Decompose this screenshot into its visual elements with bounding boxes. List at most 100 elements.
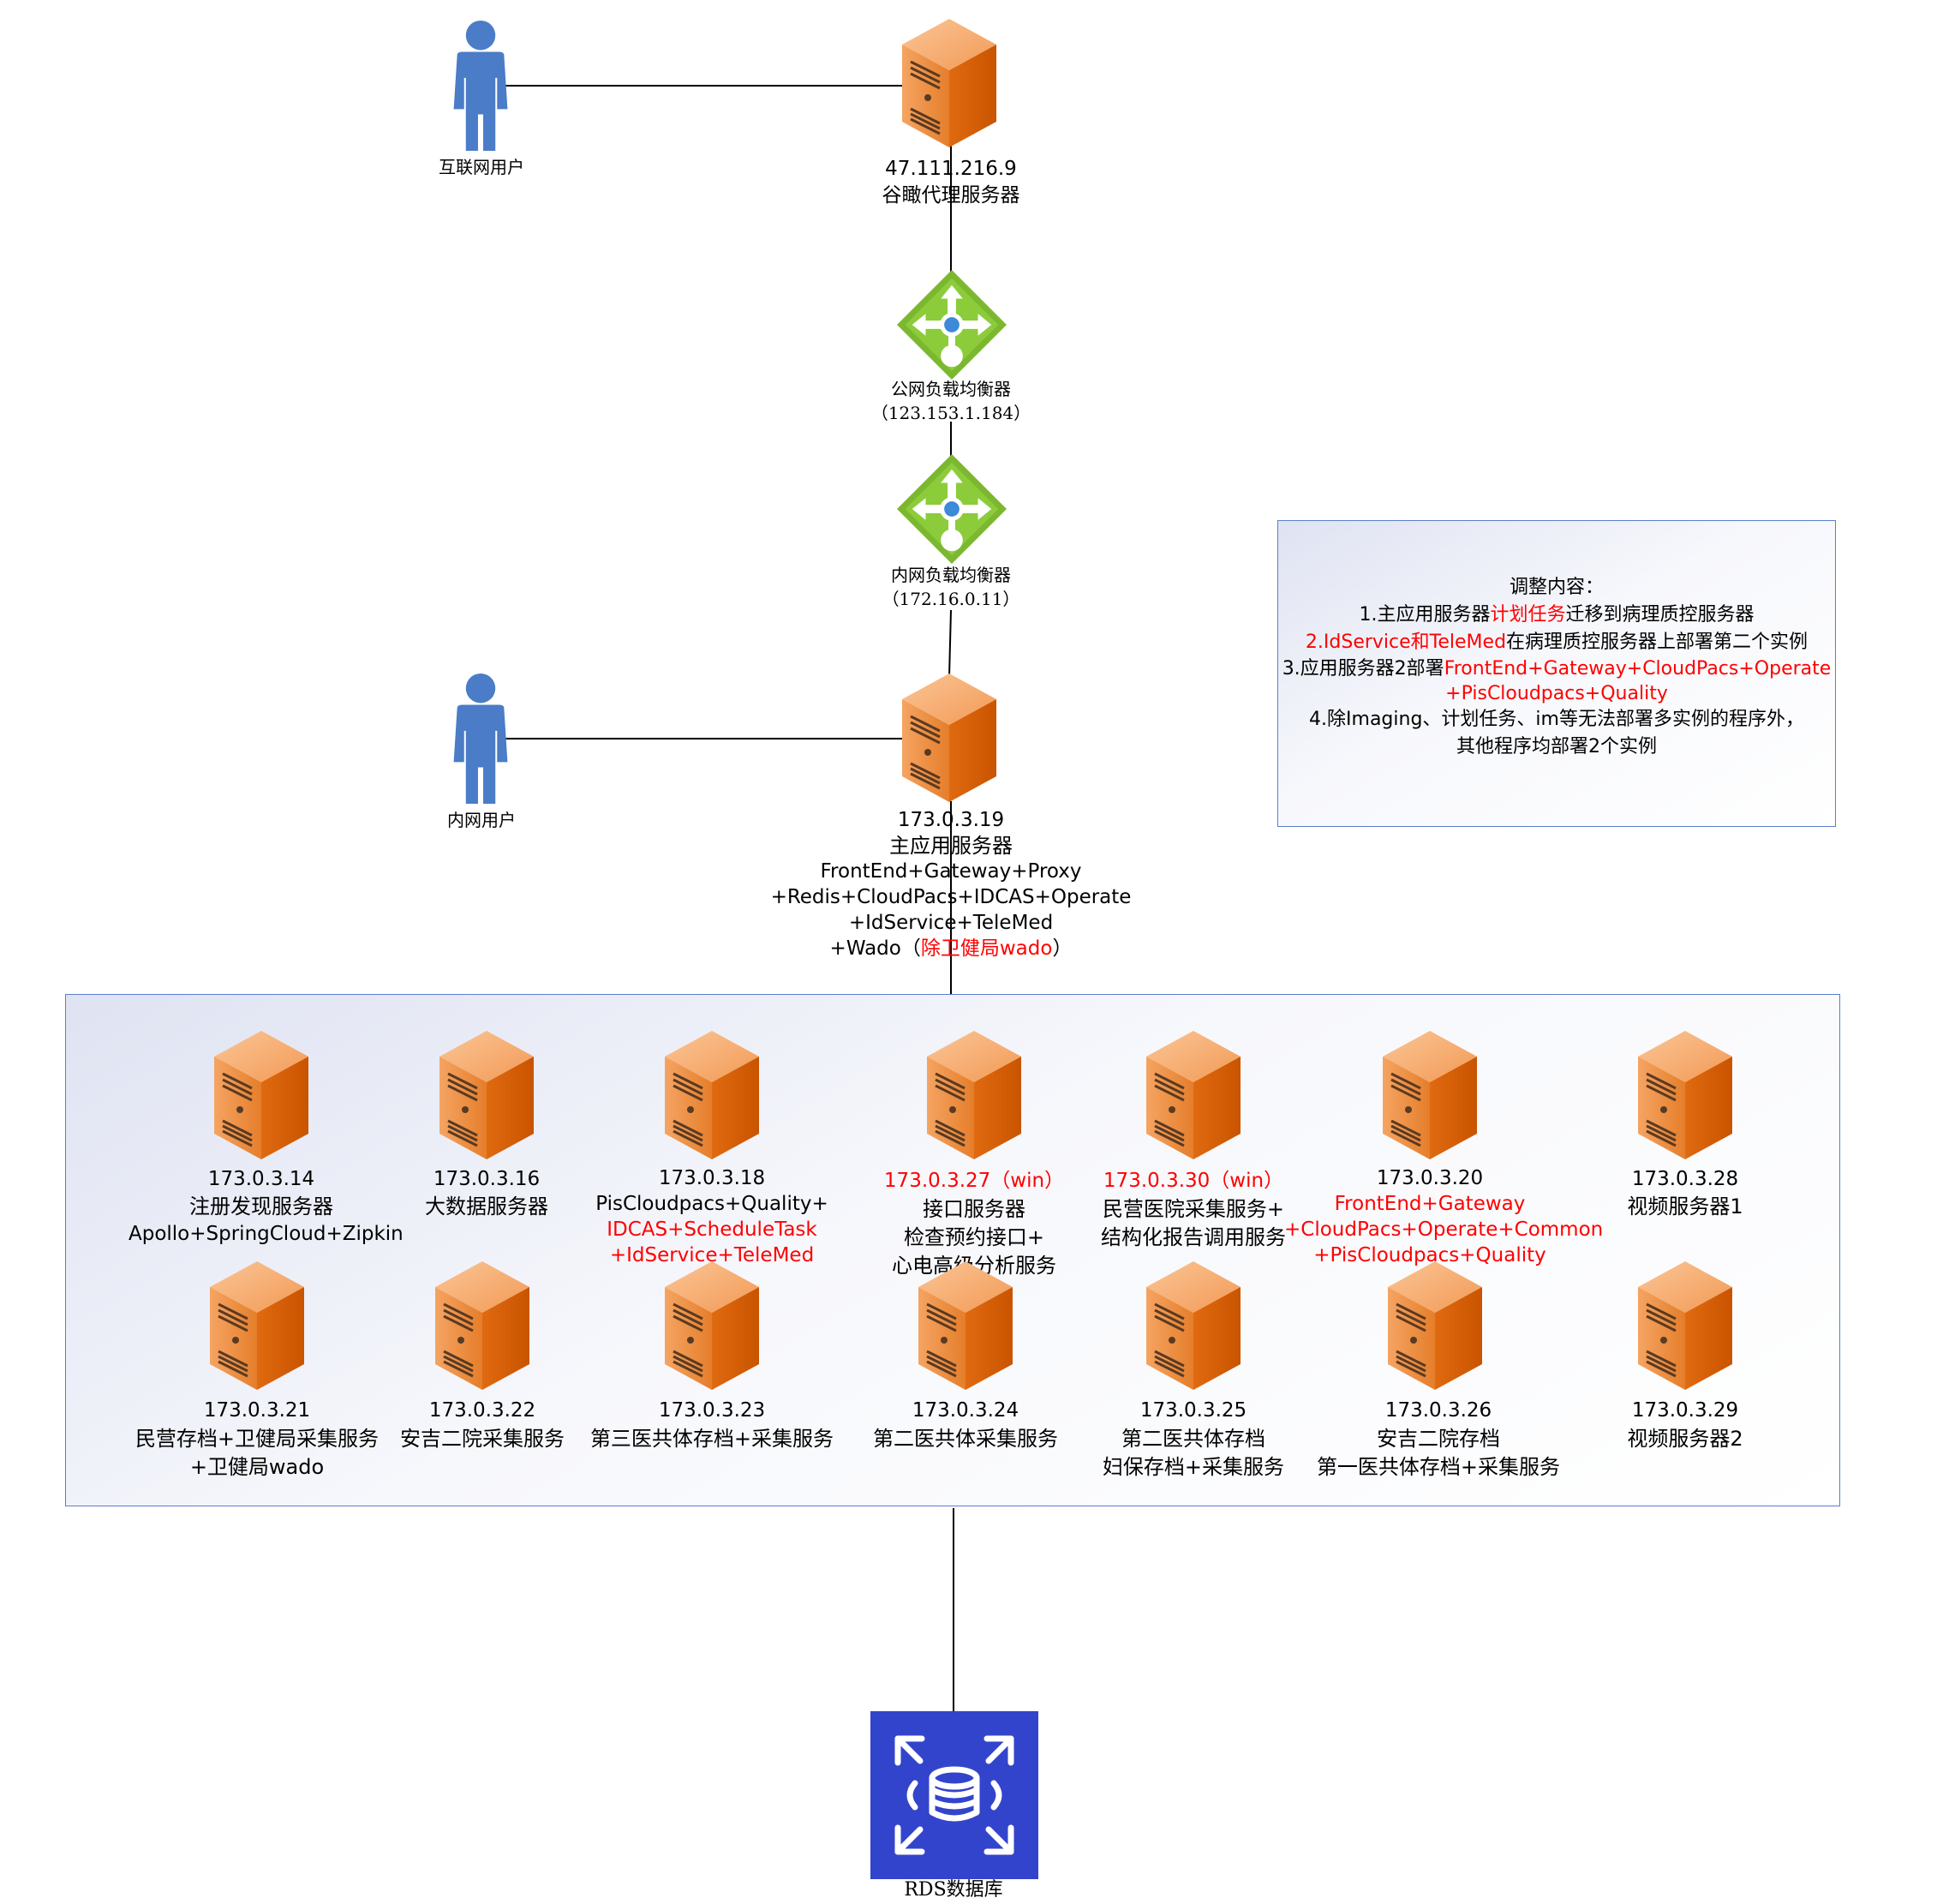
proxy-ip: 47.111.216.9 (885, 158, 1017, 180)
intranet-user-icon (450, 674, 511, 804)
server-role: 接口服务器 (923, 1197, 1025, 1221)
server-173-0-3-14-label: 173.0.3.14 注册发现服务器 Apollo+SpringCloud+Zi… (129, 1165, 404, 1248)
server-173-0-3-26-label: 173.0.3.26 安吉二院存档 第一医共体存档+采集服务 (1306, 1397, 1571, 1482)
note-line-3: 3.应用服务器2部署FrontEnd+Gateway+CloudPacs+Ope… (1282, 658, 1832, 680)
server-173-0-3-16-label: 173.0.3.16 大数据服务器 (380, 1165, 594, 1220)
server-icon (1638, 1031, 1732, 1159)
proxy-name: 谷瞰代理服务器 (882, 184, 1020, 207)
public-lb-ip: （123.153.1.184） (870, 403, 1031, 423)
server-173-0-3-20-label: 173.0.3.20 FrontEnd+Gateway +CloudPacs+O… (1284, 1165, 1604, 1268)
server-icon (1638, 1261, 1732, 1390)
server-services: +卫健局wado (189, 1455, 325, 1479)
server-services: 妇保存档+采集服务 (1102, 1455, 1285, 1479)
intranet-user-label: 内网用户 (447, 810, 516, 830)
public-load-balancer-icon (897, 270, 1007, 380)
server-173-0-3-27-label: 173.0.3.27（win） 接口服务器 检查预约接口+ 心电高级分析服务 (841, 1167, 1107, 1280)
server-icon (214, 1031, 308, 1159)
server-role: 注册发现服务器 (189, 1194, 333, 1218)
server-173-0-3-22-label: 173.0.3.22 安吉二院采集服务 (392, 1397, 572, 1453)
main-app-server-icon (902, 674, 996, 802)
internal-lb-name: 内网负载均衡器 (891, 565, 1011, 585)
rds-database-label: RDS数据库 (904, 1879, 1003, 1901)
internal-lb-label: 内网负载均衡器 （172.16.0.11） (822, 563, 1079, 611)
internet-user-label: 互联网用户 (439, 157, 524, 177)
main-app-server-label: 173.0.3.19 主应用服务器 FrontEnd+Gateway+Proxy… (754, 807, 1148, 961)
server-services-red: +PisCloudpacs+Quality (1313, 1244, 1546, 1266)
note-title: 调整内容： (1509, 577, 1604, 598)
server-role: 第三医共体存档+采集服务 (589, 1427, 834, 1451)
server-services-red: FrontEnd+Gateway (1334, 1193, 1526, 1215)
server-ip: 173.0.3.27（win） (883, 1170, 1065, 1192)
note-line-1: 1.主应用服务器计划任务迁移到病理质控服务器 (1359, 604, 1755, 626)
server-ip: 173.0.3.30（win） (1103, 1170, 1284, 1192)
server-ip: 173.0.3.18 (658, 1167, 766, 1189)
server-role: 安吉二院存档 (1377, 1427, 1500, 1451)
adjustment-note-panel: 调整内容： 1.主应用服务器计划任务迁移到病理质控服务器 2.IdService… (1277, 520, 1836, 827)
server-services: Apollo+SpringCloud+Zipkin (129, 1223, 404, 1245)
server-icon (1146, 1031, 1241, 1159)
server-services-red: +CloudPacs+Operate+Common (1284, 1218, 1604, 1241)
server-role: 视频服务器2 (1627, 1427, 1743, 1451)
server-icon (435, 1261, 529, 1390)
public-lb-name: 公网负载均衡器 (891, 379, 1011, 399)
server-icon (1146, 1261, 1241, 1390)
main-line3: +IdService+TeleMed (848, 912, 1054, 934)
server-services: 结构化报告调用服务 (1101, 1225, 1286, 1249)
internet-user-icon (450, 21, 511, 151)
internal-lb-main-link (948, 609, 952, 678)
server-ip: 173.0.3.28 (1631, 1168, 1739, 1190)
server-services-red: IDCAS+ScheduleTask (607, 1218, 817, 1241)
server-ip: 173.0.3.26 (1384, 1399, 1492, 1422)
server-173-0-3-24-label: 173.0.3.24 第二医共体采集服务 (846, 1397, 1085, 1453)
server-ip: 173.0.3.20 (1376, 1167, 1484, 1189)
server-173-0-3-29-label: 173.0.3.29 视频服务器2 (1578, 1397, 1792, 1453)
server-icon (918, 1261, 1013, 1390)
server-icon (665, 1261, 759, 1390)
server-ip: 173.0.3.16 (433, 1168, 541, 1190)
server-icon (927, 1031, 1021, 1159)
server-icon (1383, 1031, 1477, 1159)
server-role: 安吉二院采集服务 (400, 1427, 565, 1451)
internal-load-balancer-icon (897, 454, 1007, 564)
server-ip: 173.0.3.14 (207, 1168, 315, 1190)
adjustment-note-text: 调整内容： 1.主应用服务器计划任务迁移到病理质控服务器 2.IdService… (1278, 574, 1835, 761)
internal-lb-ip: （172.16.0.11） (882, 589, 1020, 609)
main-line4: +Wado（除卫健局wado） (829, 937, 1073, 960)
server-role: 第二医共体采集服务 (873, 1427, 1058, 1451)
server-173-0-3-18-label: 173.0.3.18 PisCloudpacs+Quality+ IDCAS+S… (583, 1165, 840, 1268)
main-ip: 173.0.3.19 (897, 809, 1005, 831)
server-ip: 173.0.3.24 (912, 1399, 1019, 1422)
server-icon (210, 1261, 304, 1390)
proxy-server-label: 47.111.216.9 谷瞰代理服务器 (822, 156, 1079, 209)
public-lb-label: 公网负载均衡器 （123.153.1.184） (822, 377, 1079, 425)
server-icon (1388, 1261, 1482, 1390)
server-ip: 173.0.3.21 (203, 1399, 311, 1422)
note-line-4: 4.除Imaging、计划任务、im等无法部署多实例的程序外， (1309, 709, 1804, 730)
server-ip: 173.0.3.29 (1631, 1399, 1739, 1422)
note-line-5: 其他程序均部署2个实例 (1456, 736, 1657, 757)
note-line-2: 2.IdService和TeleMed在病理质控服务器上部署第二个实例 (1305, 632, 1809, 653)
main-line1: FrontEnd+Gateway+Proxy (820, 860, 1082, 883)
server-173-0-3-28-label: 173.0.3.28 视频服务器1 (1578, 1165, 1792, 1220)
server-role: 视频服务器1 (1627, 1194, 1743, 1218)
server-role: 民营医院采集服务+ (1102, 1197, 1285, 1221)
server-icon (665, 1031, 759, 1159)
server-ip: 173.0.3.22 (428, 1399, 536, 1422)
server-services: 检查预约接口+ (903, 1225, 1045, 1249)
server-role: 民营存档+卫健局采集服务 (135, 1427, 380, 1451)
server-ip: 173.0.3.23 (658, 1399, 766, 1422)
server-ip: 173.0.3.25 (1139, 1399, 1247, 1422)
server-icon (439, 1031, 534, 1159)
server-173-0-3-23-label: 173.0.3.23 第三医共体存档+采集服务 (583, 1397, 840, 1453)
note-line-3b: +PisCloudpacs+Quality (1445, 683, 1668, 704)
main-line2: +Redis+CloudPacs+IDCAS+Operate (770, 886, 1132, 908)
server-173-0-3-30-label: 173.0.3.30（win） 民营医院采集服务+ 结构化报告调用服务 (1061, 1167, 1326, 1252)
server-role: 第二医共体存档 (1121, 1427, 1265, 1451)
main-name: 主应用服务器 (889, 834, 1013, 858)
rds-database-icon (870, 1711, 1038, 1879)
server-services: PisCloudpacs+Quality+ (595, 1193, 828, 1215)
server-services: 第一医共体存档+采集服务 (1316, 1455, 1561, 1479)
proxy-server-icon (902, 19, 996, 147)
server-role: 大数据服务器 (425, 1194, 548, 1218)
